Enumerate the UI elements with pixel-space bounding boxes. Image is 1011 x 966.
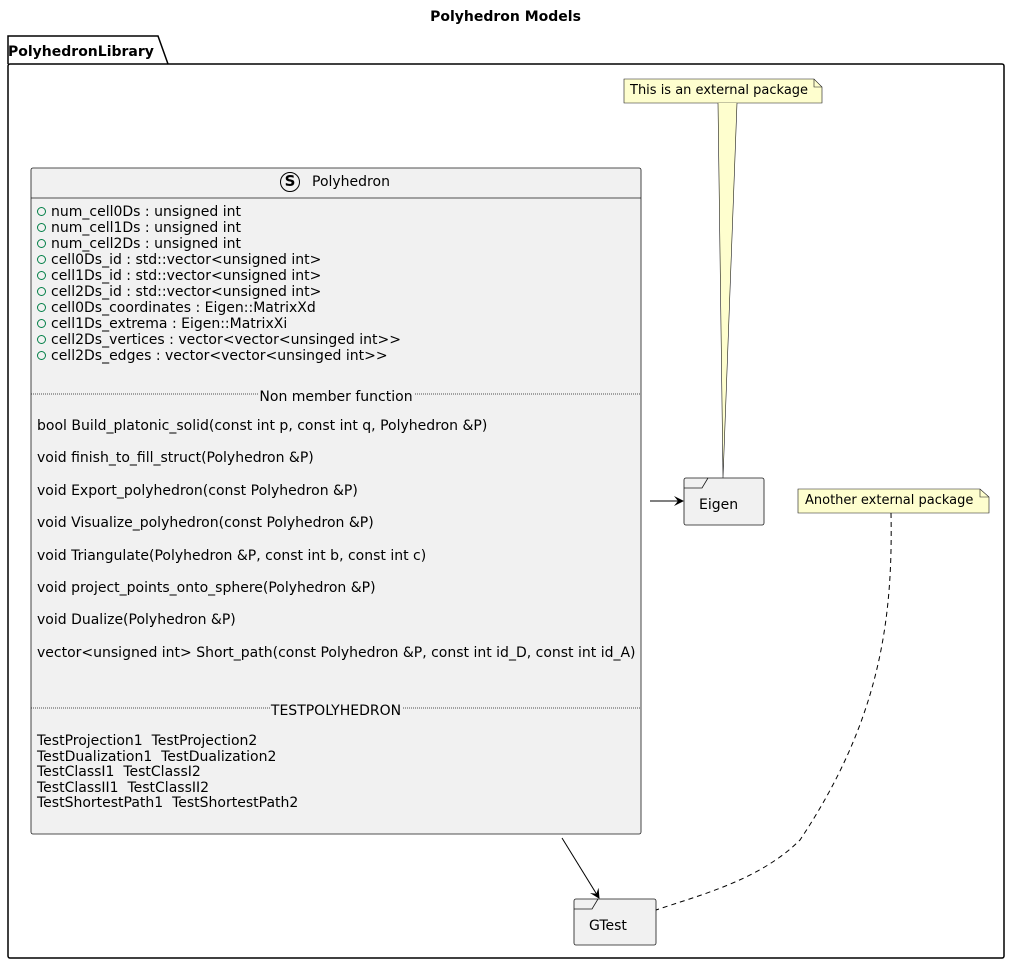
function-item: void Visualize_polyhedron(const Polyhedr…: [37, 515, 374, 532]
public-visibility-icon: [37, 287, 46, 296]
test-item: TestShortestPath1 TestShortestPath2: [37, 795, 299, 811]
diagram-title: Polyhedron Models: [430, 9, 581, 25]
test-list: TestProjection1 TestProjection2 TestDual…: [37, 733, 299, 812]
non-member-functions: bool Build_platonic_solid(const int p, c…: [37, 418, 636, 677]
function-item: void project_points_onto_sphere(Polyhedr…: [37, 579, 376, 596]
field-item: num_cell0Ds : unsigned int: [37, 204, 401, 220]
field-item: num_cell2Ds : unsigned int: [37, 236, 401, 252]
test-item: TestClassII1 TestClassII2: [37, 779, 210, 796]
frame-eigen: [683, 477, 765, 526]
frame-label-gtest: GTest: [589, 918, 627, 934]
field-item: cell1Ds_id : std::vector<unsigned int>: [37, 268, 401, 284]
function-item: bool Build_platonic_solid(const int p, c…: [37, 418, 488, 434]
separator-label: TESTPOLYHEDRON: [269, 703, 403, 719]
public-visibility-icon: [37, 303, 46, 312]
note-text-gtest: Another external package: [805, 493, 974, 508]
public-visibility-icon: [37, 319, 46, 328]
separator-non-member: Non member function: [31, 386, 641, 405]
field-item: num_cell1Ds : unsigned int: [37, 220, 401, 236]
field-item: cell2Ds_id : std::vector<unsigned int>: [37, 284, 401, 300]
package-outline: [7, 35, 1005, 959]
separator-tests: TESTPOLYHEDRON: [31, 700, 641, 719]
test-item: TestClassI1 TestClassI2: [37, 764, 201, 780]
package-name: PolyhedronLibrary: [8, 44, 154, 60]
struct-stereotype-icon: S: [280, 172, 300, 192]
function-item: vector<unsigned int> Short_path(const Po…: [37, 644, 636, 661]
class-box-polyhedron: [30, 167, 642, 835]
class-fields: num_cell0Ds : unsigned int num_cell1Ds :…: [37, 204, 401, 364]
field-item: cell1Ds_extrema : Eigen::MatrixXi: [37, 316, 401, 332]
function-item: void Export_polyhedron(const Polyhedron …: [37, 482, 358, 499]
public-visibility-icon: [37, 239, 46, 248]
arrow-polyhedron-to-gtest: [561, 837, 600, 899]
public-visibility-icon: [37, 207, 46, 216]
field-item: cell0Ds_coordinates : Eigen::MatrixXd: [37, 300, 401, 316]
public-visibility-icon: [37, 351, 46, 360]
field-item: cell0Ds_id : std::vector<unsigned int>: [37, 252, 401, 268]
public-visibility-icon: [37, 335, 46, 344]
class-name: Polyhedron: [312, 174, 390, 190]
field-item: cell2Ds_vertices : vector<vector<unsinge…: [37, 332, 401, 348]
public-visibility-icon: [37, 271, 46, 280]
field-item: cell2Ds_edges : vector<vector<unsinged i…: [37, 348, 401, 364]
note-eigen: [623, 78, 823, 479]
test-item: TestProjection1 TestProjection2: [37, 733, 258, 749]
test-item: TestDualization1 TestDualization2: [37, 748, 277, 765]
function-item: void finish_to_fill_struct(Polyhedron &P…: [37, 450, 314, 467]
note-text-eigen: This is an external package: [630, 83, 809, 98]
function-item: void Dualize(Polyhedron &P): [37, 612, 236, 629]
public-visibility-icon: [37, 255, 46, 264]
separator-label: Non member function: [258, 389, 414, 405]
public-visibility-icon: [37, 223, 46, 232]
frame-gtest: [573, 898, 657, 946]
function-item: void Triangulate(Polyhedron &P, const in…: [37, 547, 427, 564]
note-gtest: [655, 488, 990, 911]
frame-label-eigen: Eigen: [699, 497, 739, 513]
